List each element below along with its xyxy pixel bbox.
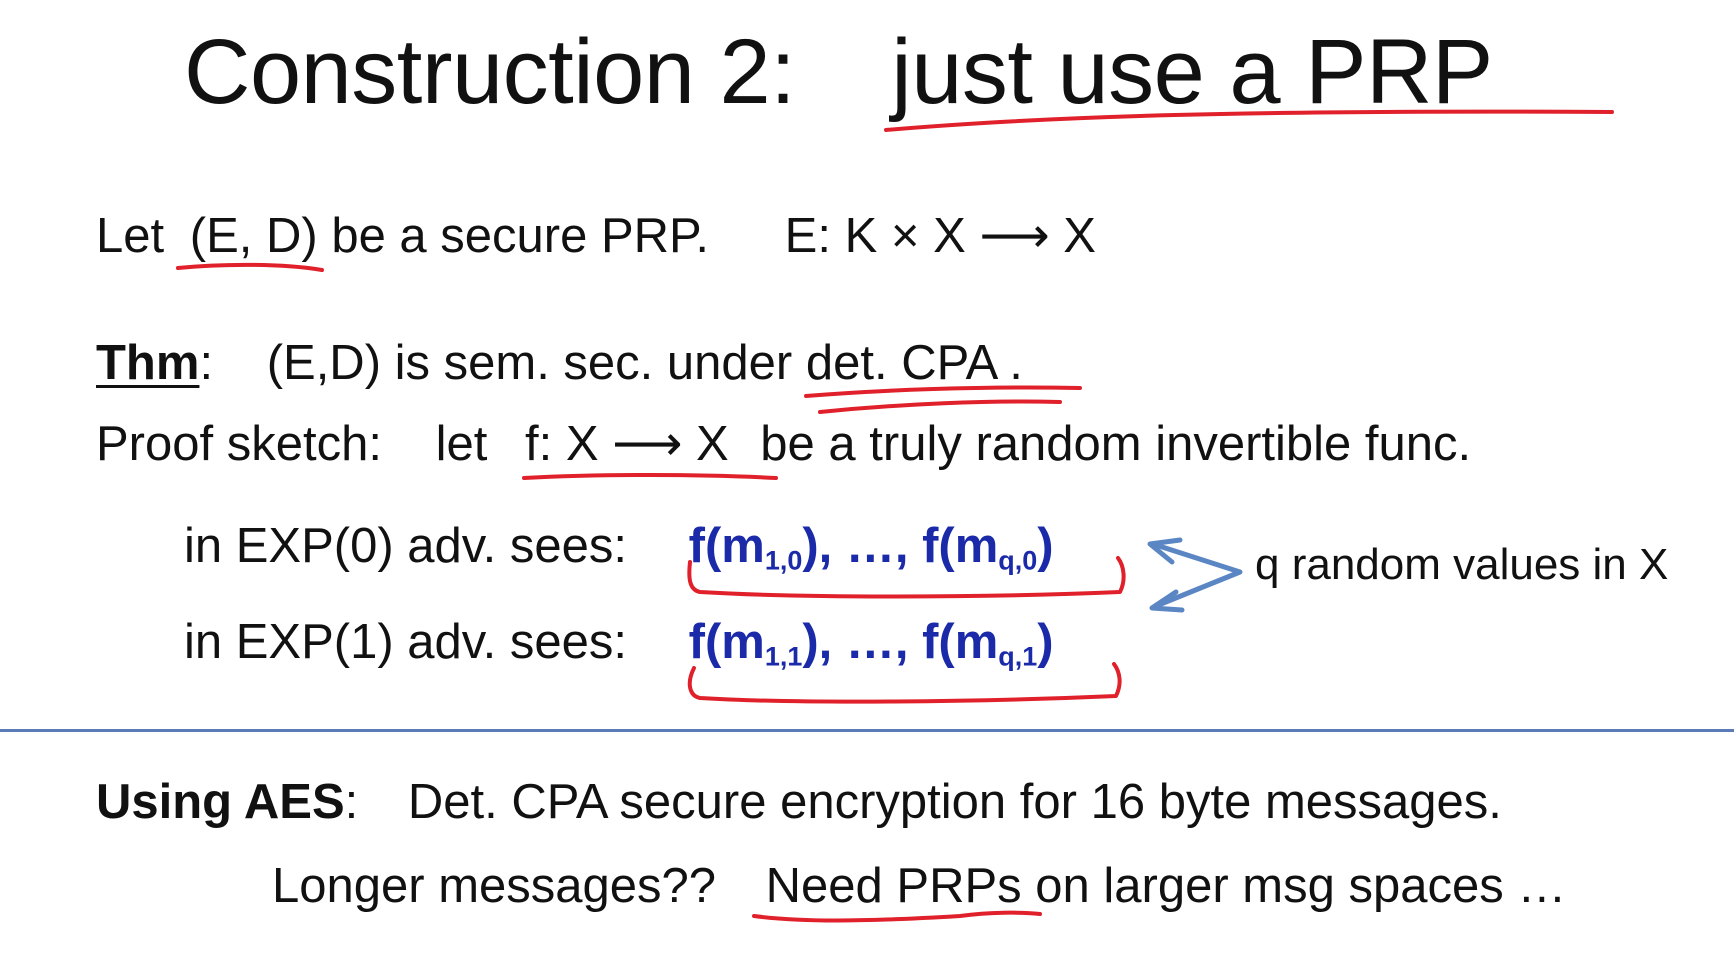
theorem-line: Thm: (E,D) is sem. sec. under det. CPA . <box>96 336 1023 391</box>
det-cpa-underline-2 <box>818 399 1062 414</box>
title-main: just use a PRP <box>891 21 1493 123</box>
slide-title: Construction 2: just use a PRP <box>184 21 1493 123</box>
prp-signature: E: K × X ⟶ X <box>784 209 1096 263</box>
longer-messages-question: Longer messages?? <box>272 859 717 913</box>
theorem-label: Thm <box>96 336 200 390</box>
exp0-label: in EXP(0) adv. sees: <box>184 519 628 573</box>
let-word: Let <box>96 209 165 263</box>
bracket-arrow <box>1153 542 1243 609</box>
title-prefix: Construction 2: <box>184 21 796 123</box>
proof-statement: be a truly random invertible func. <box>760 417 1472 471</box>
aes-line: Using AES: Det. CPA secure encryption fo… <box>96 775 1502 830</box>
prp-definition-line: Let (E, D) be a secure PRP. E: K × X ⟶ X <box>96 209 1096 264</box>
aes-colon: : <box>344 775 359 829</box>
arrow-head-bottom <box>1149 589 1185 613</box>
random-function: f: X ⟶ X <box>524 417 729 471</box>
exp0-values: f(m1,0), …, f(mq,0) <box>688 519 1054 576</box>
larger-msg-spaces: on larger msg spaces … <box>1035 859 1567 913</box>
proof-let: let <box>435 417 488 471</box>
scheme-underline <box>176 262 324 272</box>
function-underline <box>522 473 778 480</box>
aes-label: Using AES <box>96 775 345 829</box>
random-values-annotation: q random values in X <box>1255 540 1669 589</box>
scheme-name: (E, D) <box>189 209 318 263</box>
exp1-label: in EXP(1) adv. sees: <box>184 615 628 669</box>
exp1-line: in EXP(1) adv. sees: f(m1,1), …, f(mq,1) <box>184 615 1054 672</box>
aes-statement: Det. CPA secure encryption for 16 byte m… <box>407 775 1502 829</box>
proof-sketch-line: Proof sketch: let f: X ⟶ X be a truly ra… <box>96 417 1472 472</box>
exp1-values: f(m1,1), …, f(mq,1) <box>688 615 1054 672</box>
prp-statement: be a secure PRP. <box>331 209 710 263</box>
theorem-colon: : <box>199 336 214 390</box>
exp0-line: in EXP(0) adv. sees: f(m1,0), …, f(mq,0) <box>184 519 1054 576</box>
theorem-det-cpa: det. CPA . <box>805 336 1023 390</box>
proof-label: Proof sketch: <box>96 417 382 471</box>
need-prps: Need PRPs <box>765 859 1022 913</box>
section-divider <box>0 729 1734 732</box>
longer-messages-line: Longer messages?? Need PRPs on larger ms… <box>272 859 1567 914</box>
arrow-head-top <box>1147 537 1183 565</box>
theorem-statement: (E,D) is sem. sec. under <box>266 336 793 390</box>
